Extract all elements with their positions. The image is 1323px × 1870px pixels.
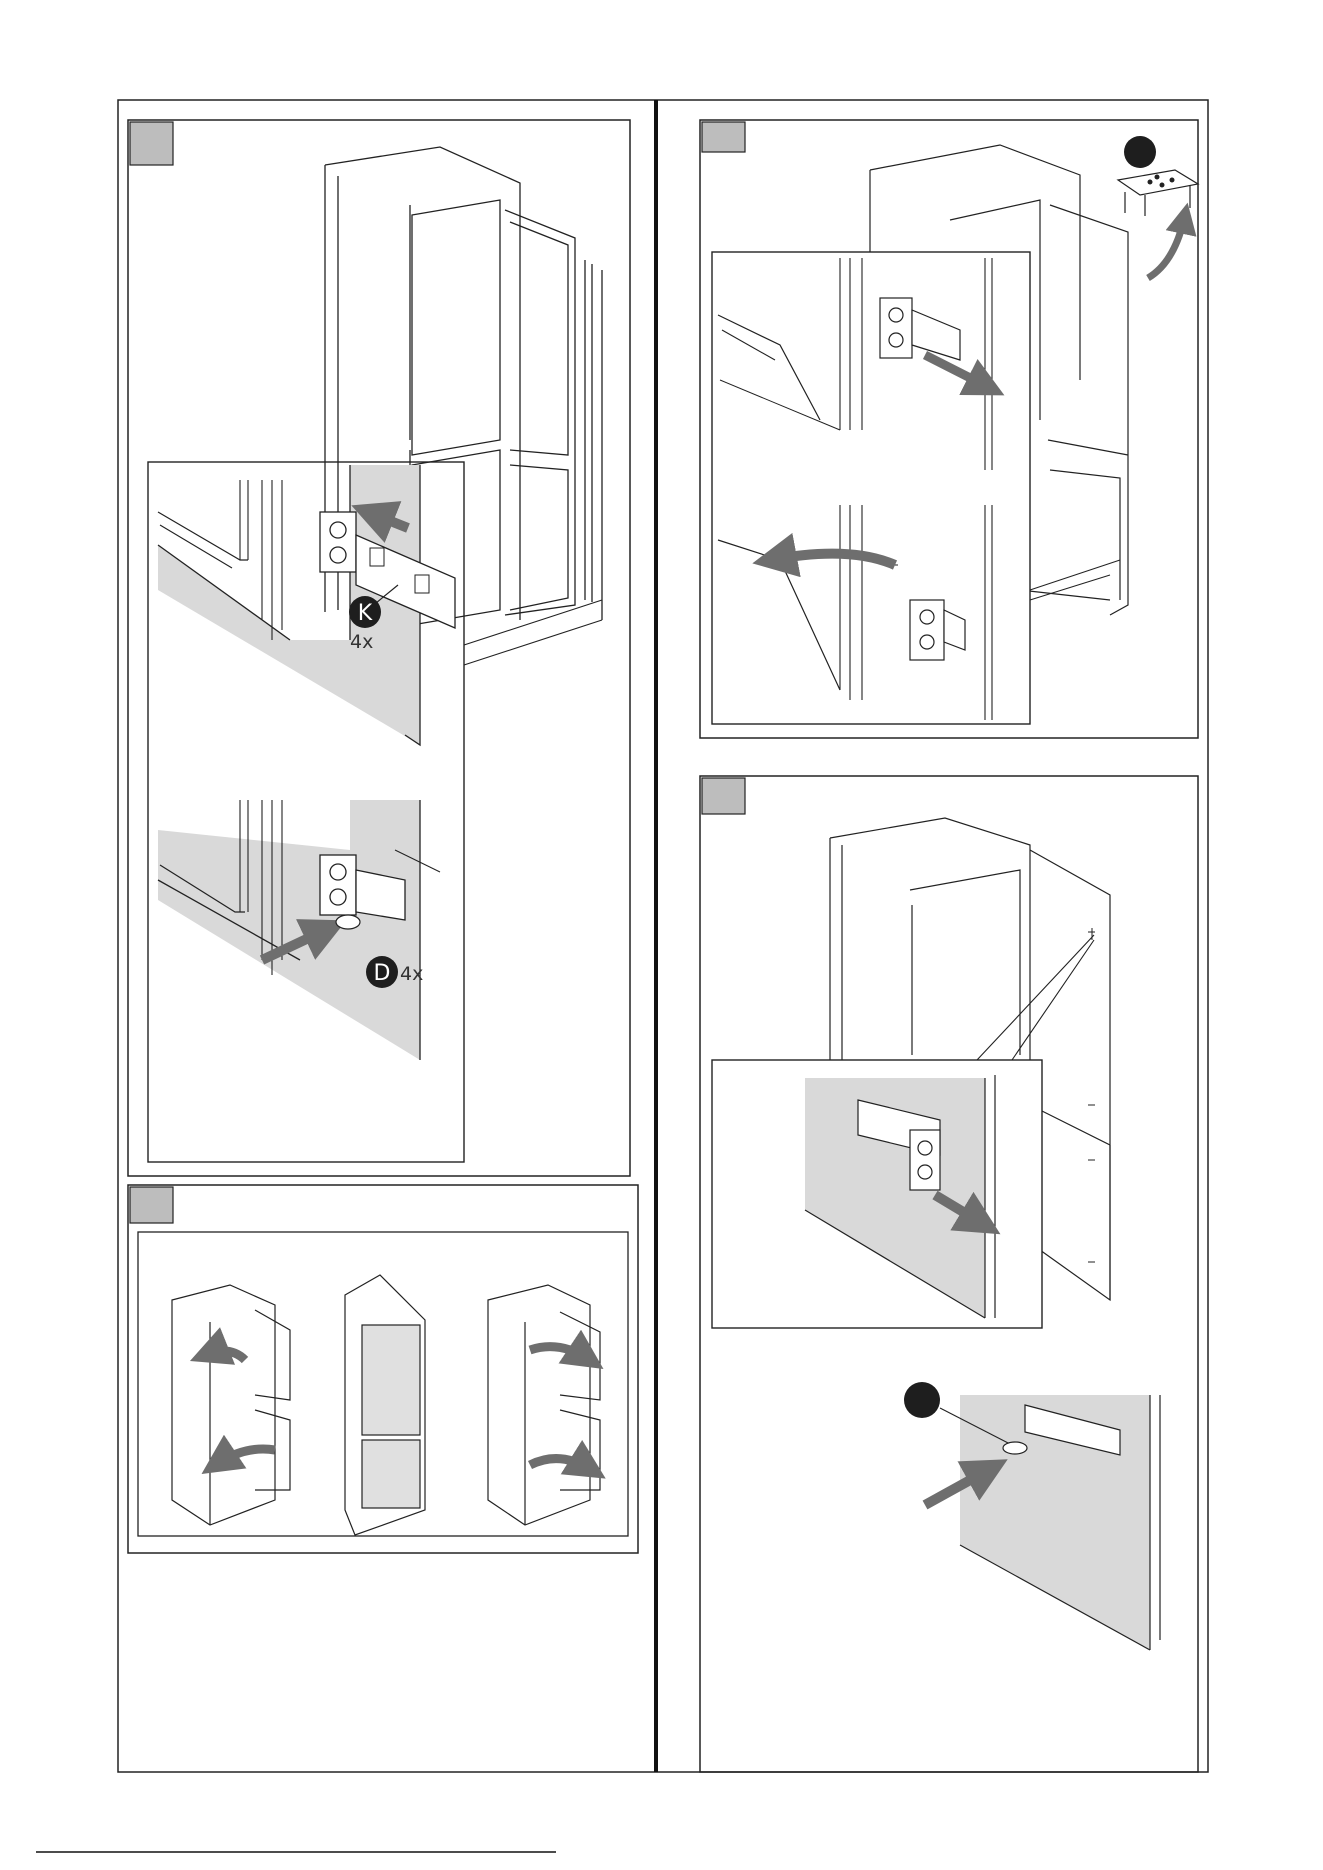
fridge-with-panels-illustration: [345, 1275, 425, 1535]
part-d-letter: D: [374, 961, 391, 986]
detail-screw-fixing: D 4x: [158, 800, 440, 1060]
step-badge-1: [130, 122, 173, 165]
step-3-panel: [128, 1185, 638, 1553]
step-4-panel: [700, 776, 1198, 1772]
part-k-letter: K: [358, 601, 373, 626]
part-k-count: 4x: [350, 631, 373, 653]
detail-bracket-screw: [904, 1382, 1160, 1650]
door-reversal-left-icon: [172, 1285, 290, 1525]
step-2-panel: [700, 120, 1198, 738]
detail-hinge-removal: [712, 252, 1030, 724]
part-d-count: 4x: [400, 963, 423, 985]
screw-tray-icon: [1118, 136, 1198, 278]
step-badge-2: [702, 122, 745, 152]
step-1-panel: K 4x D 4x: [128, 120, 630, 1176]
outer-frame: [36, 100, 1208, 1852]
detail-bracket-removal: [712, 1060, 1042, 1328]
step-badge-3: [130, 1187, 173, 1223]
step-badge-4: [702, 778, 745, 814]
door-reversal-right-icon: [488, 1285, 600, 1525]
